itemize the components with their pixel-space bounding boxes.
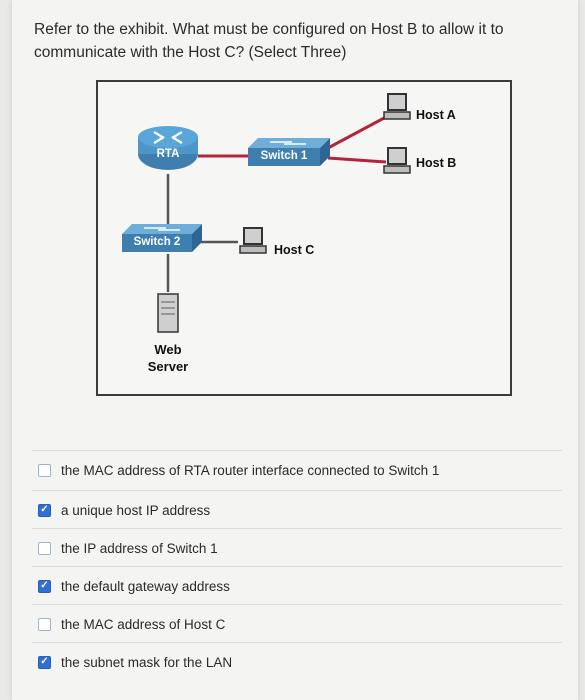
web-server-label-line1: Web [154,342,182,357]
web-server-label-line2: Server [147,359,189,374]
host-b-label: Host B [416,156,457,170]
answer-label: the MAC address of RTA router interface … [61,462,440,478]
quiz-page: Refer to the exhibit. What must be confi… [12,0,578,700]
check-icon: ✓ [40,656,49,667]
link-switch1-hosta [327,115,387,150]
checkbox[interactable] [38,541,51,555]
router-label: RTA [156,148,180,160]
answer-label: a unique host IP address [61,502,211,518]
question-text: Refer to the exhibit. What must be confi… [34,21,504,61]
answer-option[interactable]: ✓ a unique host IP address [32,490,562,529]
web-server-icon [157,293,179,333]
checkbox[interactable] [38,617,51,631]
answer-option[interactable]: the MAC address of Host C [32,604,562,643]
answer-label: the subnet mask for the LAN [61,654,233,670]
answer-option[interactable]: ✓ the subnet mask for the LAN [32,642,562,681]
host-c-label: Host C [274,243,315,257]
switch1-icon [248,138,330,166]
answer-option[interactable]: ✓ the default gateway address [32,566,562,605]
checkbox[interactable]: ✓ [38,579,51,593]
router-icon [138,126,198,170]
host-a-icon [383,93,411,120]
checkbox[interactable] [38,463,51,477]
answer-option[interactable]: the MAC address of RTA router interface … [32,450,562,489]
checkbox[interactable]: ✓ [38,503,51,517]
checkbox[interactable]: ✓ [38,655,51,669]
switch2-label: Switch 2 [133,236,181,248]
link-switch1-hostb [327,156,387,164]
answer-label: the IP address of Switch 1 [61,540,218,556]
host-b-icon [383,147,411,174]
switch1-label: Switch 1 [260,150,308,162]
host-c-icon [239,227,267,254]
answer-label: the default gateway address [61,578,230,594]
check-icon: ✓ [40,504,49,515]
answer-label: the MAC address of Host C [61,616,226,632]
host-a-label: Host A [416,108,456,122]
network-exhibit: RTA Switch 1 Switch 2 Host A Host B Host… [96,80,512,396]
network-diagram [122,93,411,333]
switch2-icon [122,224,202,252]
answer-option[interactable]: the IP address of Switch 1 [32,528,562,567]
check-icon: ✓ [40,580,49,591]
